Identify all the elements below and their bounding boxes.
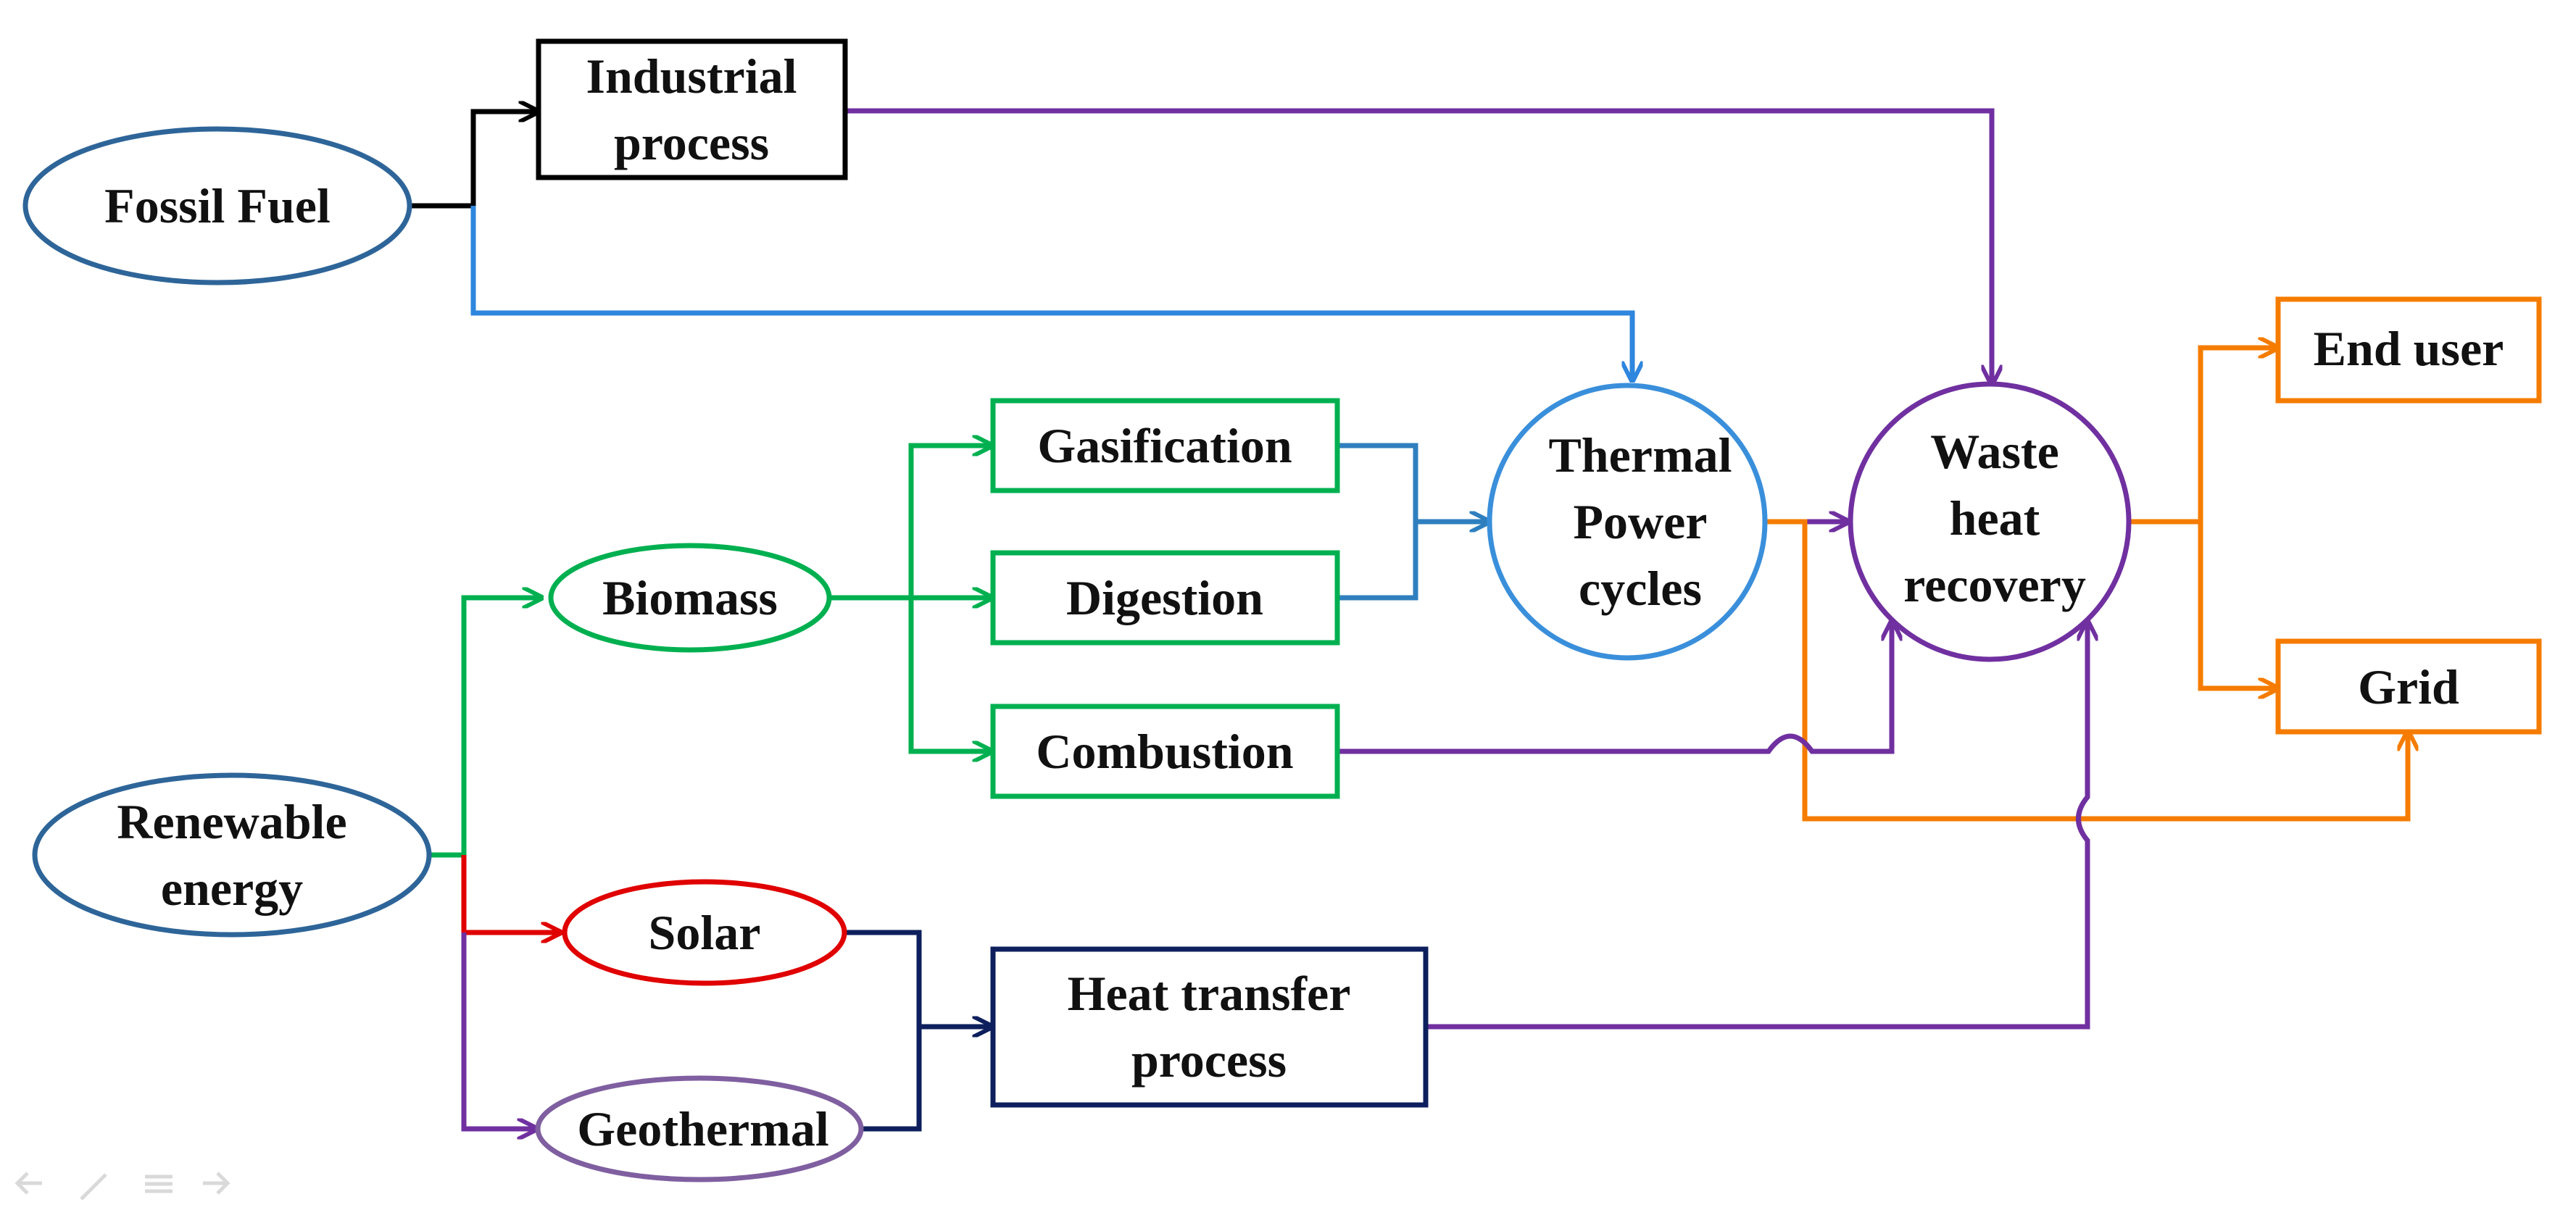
label-line: Fossil Fuel xyxy=(104,178,331,233)
pen-icon[interactable] xyxy=(80,1173,107,1201)
gasification-label: Gasification xyxy=(1037,418,1292,473)
edge-renewable-to-geothermal xyxy=(461,932,536,1129)
arrow-left-icon[interactable] xyxy=(14,1172,42,1195)
node-heat-transfer-process: Heat transfer process xyxy=(990,946,1429,1108)
node-fossil-fuel: Fossil Fuel xyxy=(22,126,412,285)
geothermal-label: Geothermal xyxy=(577,1101,828,1156)
edge-renewable-to-solar xyxy=(461,855,560,932)
node-gasification: Gasification xyxy=(990,398,1340,493)
edge-industrial-process-to-waste-heat xyxy=(847,108,1992,384)
arrow-right-icon[interactable] xyxy=(203,1172,230,1195)
edge-fossil-fuel-to-industrial-process xyxy=(410,112,538,209)
label-line: Biomass xyxy=(602,570,778,625)
label-line: process xyxy=(614,115,769,170)
edge-renewable-to-biomass xyxy=(429,598,541,858)
label-line: Gasification xyxy=(1037,418,1292,473)
node-combustion: Combustion xyxy=(990,704,1340,799)
solar-label: Solar xyxy=(649,905,761,960)
label-line: Solar xyxy=(649,905,761,960)
edge-biomass-to-gasification xyxy=(829,446,992,601)
label-line: process xyxy=(1131,1032,1287,1088)
edge-waste-heat-to-end-user xyxy=(2130,348,2277,525)
label-line: cycles xyxy=(1579,561,1702,616)
node-solar: Solar xyxy=(562,879,847,986)
edge-biomass-to-combustion xyxy=(908,598,992,751)
label-line: heat xyxy=(1950,491,2040,546)
node-waste-heat-recovery: Waste heat recovery xyxy=(1848,381,2132,662)
grid-label: Grid xyxy=(2358,659,2459,714)
node-end-user: End user xyxy=(2275,296,2542,404)
menu-icon[interactable] xyxy=(145,1174,173,1193)
node-renewable-energy: Renewable energy xyxy=(32,772,432,938)
label-line: Heat transfer xyxy=(1068,966,1351,1021)
label-line: Grid xyxy=(2358,659,2459,714)
edge-fossil-fuel-to-thermal-power xyxy=(470,206,1632,380)
label-line: Digestion xyxy=(1066,570,1263,625)
digestion-label: Digestion xyxy=(1066,570,1263,625)
slide-controls[interactable] xyxy=(14,1172,230,1201)
edge-solar-to-heat-transfer xyxy=(846,930,992,1132)
label-line: End user xyxy=(2314,321,2504,376)
edge-gasification-to-thermal-power xyxy=(1337,443,1489,601)
label-line: Power xyxy=(1573,494,1707,549)
renewable-energy-label: Renewable energy xyxy=(117,794,346,916)
node-geothermal: Geothermal xyxy=(535,1075,864,1182)
edge-thermal-power-to-grid xyxy=(1766,519,2408,822)
end-user-label: End user xyxy=(2314,321,2504,376)
label-line: energy xyxy=(161,861,303,916)
fossil-fuel-label: Fossil Fuel xyxy=(104,178,331,233)
biomass-label: Biomass xyxy=(602,570,778,625)
heat-transfer-label: Heat transfer process xyxy=(1068,966,1351,1088)
node-digestion: Digestion xyxy=(990,550,1340,646)
edge-heat-transfer-to-waste-heat xyxy=(1426,622,2087,1030)
label-line: Combustion xyxy=(1036,724,1293,779)
edge-combustion-to-waste-heat xyxy=(1337,622,1892,754)
label-line: Thermal xyxy=(1548,427,1732,483)
edge-waste-heat-to-grid xyxy=(2198,522,2277,688)
waste-heat-label: Waste heat recovery xyxy=(1903,424,2086,612)
label-line: Industrial xyxy=(586,49,797,104)
label-line: Renewable xyxy=(117,794,346,849)
label-line: Geothermal xyxy=(577,1101,828,1156)
industrial-process-label: Industrial process xyxy=(586,49,797,170)
edges-layer xyxy=(410,111,2408,1129)
label-line: recovery xyxy=(1903,557,2086,612)
label-line: Waste xyxy=(1930,424,2059,479)
node-industrial-process: Industrial process xyxy=(536,38,848,180)
node-biomass: Biomass xyxy=(548,543,832,653)
node-grid: Grid xyxy=(2275,638,2542,735)
combustion-label: Combustion xyxy=(1036,724,1293,779)
